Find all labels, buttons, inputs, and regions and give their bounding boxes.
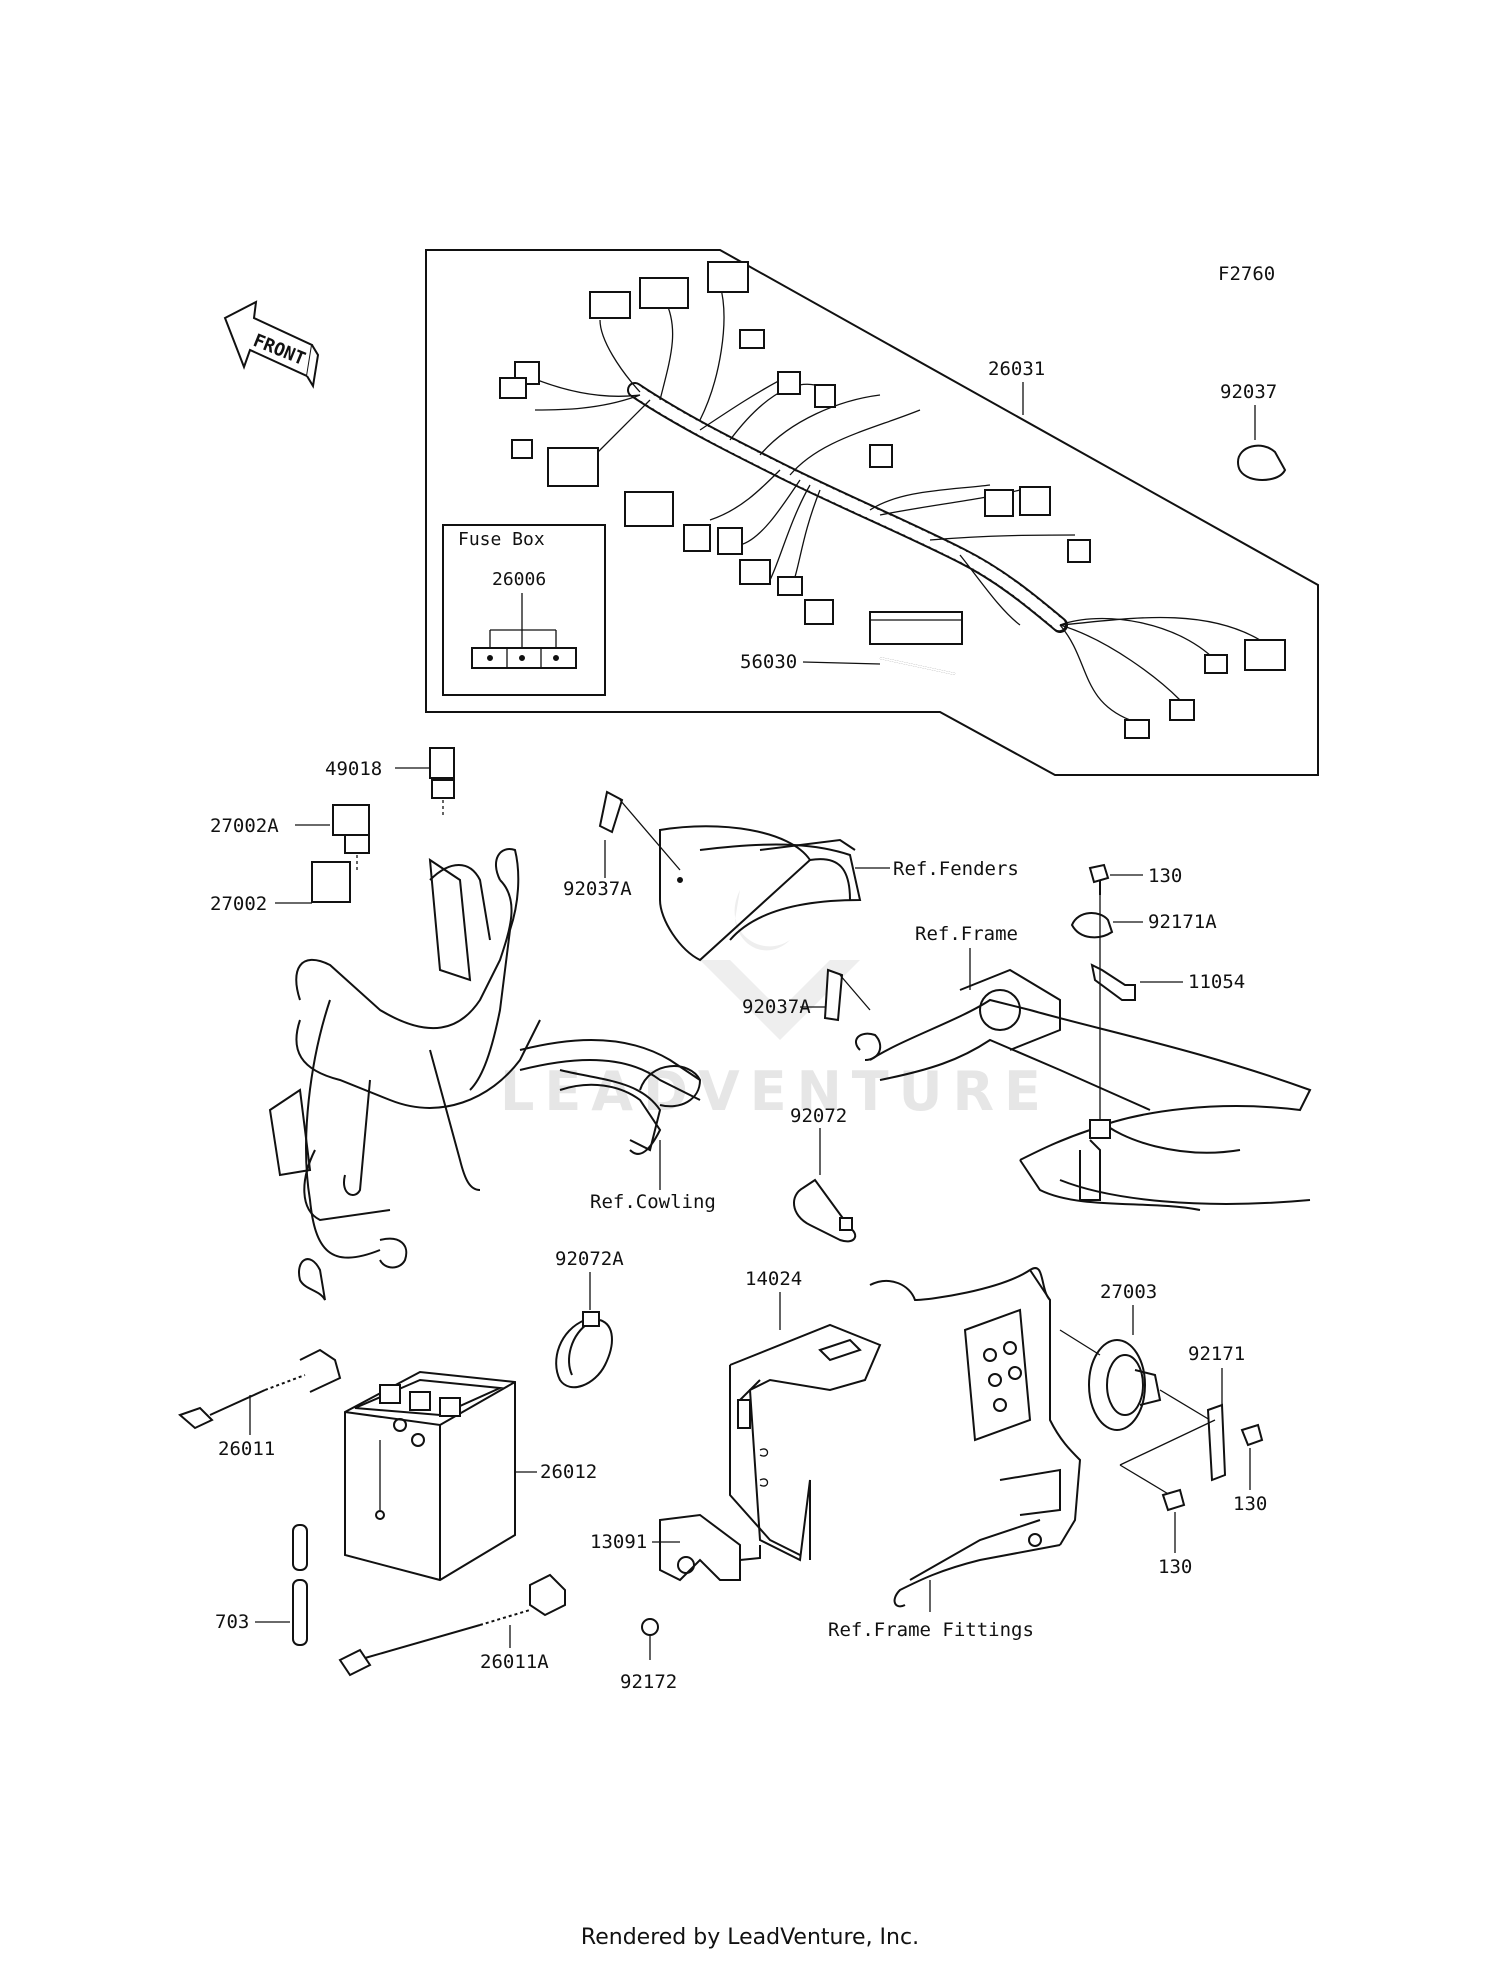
part-label-26012[interactable]: 26012 xyxy=(540,1461,597,1483)
bracket-92171 xyxy=(1206,1403,1227,1482)
cowling-bracket xyxy=(559,1083,662,1155)
footer-credit: Rendered by LeadVenture, Inc. xyxy=(580,1925,920,1950)
bolt-130-right xyxy=(1240,1423,1264,1447)
relay-49018 xyxy=(429,747,455,815)
ref-frame-fittings[interactable]: Ref.Frame Fittings xyxy=(828,1619,1034,1641)
clip-92037A-2 xyxy=(823,968,844,1022)
part-label-27002[interactable]: 27002 xyxy=(210,893,267,915)
part-label-56030[interactable]: 56030 xyxy=(740,651,797,673)
bracket-11054 xyxy=(1090,963,1136,1001)
ref-frame[interactable]: Ref.Frame xyxy=(915,923,1018,945)
front-arrow-icon: FRONT xyxy=(223,300,320,389)
fender-bracket xyxy=(659,825,862,962)
part-label-14024[interactable]: 14024 xyxy=(745,1268,802,1290)
clamp-92037 xyxy=(1236,444,1287,481)
ref-cowling[interactable]: Ref.Cowling xyxy=(590,1191,716,1213)
ref-fenders[interactable]: Ref.Fenders xyxy=(893,858,1019,880)
part-label-13091[interactable]: 13091 xyxy=(590,1531,647,1553)
fuse-box-title: Fuse Box xyxy=(458,529,545,550)
cable-26011 xyxy=(178,1348,342,1430)
diagram-code: F2760 xyxy=(1218,263,1275,285)
part-label-92072[interactable]: 92072 xyxy=(790,1105,847,1127)
main-wiring-harness xyxy=(499,261,1286,739)
part-label-92072A[interactable]: 92072A xyxy=(555,1248,624,1270)
clamp-92171A xyxy=(1070,912,1114,939)
part-label-11054[interactable]: 11054 xyxy=(1188,971,1245,993)
part-label-49018[interactable]: 49018 xyxy=(325,758,382,780)
bolt-130-top xyxy=(1088,863,1110,895)
part-label-130-lower[interactable]: 130 xyxy=(1158,1556,1192,1578)
part-label-26011A[interactable]: 26011A xyxy=(480,1651,549,1673)
band-92072A xyxy=(555,1311,613,1389)
clip-92037A-1 xyxy=(598,790,624,834)
fuse-box-part-number: 26006 xyxy=(492,569,546,590)
part-label-26031[interactable]: 26031 xyxy=(988,358,1045,380)
svg-text:LEADVENTURE: LEADVENTURE xyxy=(500,1060,1051,1123)
part-label-26011[interactable]: 26011 xyxy=(218,1438,275,1460)
bolt-130-lower xyxy=(1161,1488,1186,1512)
screw-92172 xyxy=(641,1618,659,1660)
part-label-92171[interactable]: 92171 xyxy=(1188,1343,1245,1365)
part-label-92172[interactable]: 92172 xyxy=(620,1671,677,1693)
part-label-130-top[interactable]: 130 xyxy=(1148,865,1182,887)
part-label-130-right[interactable]: 130 xyxy=(1233,1493,1267,1515)
subframe-assembly xyxy=(268,848,702,1301)
watermark: LEADVENTURE xyxy=(500,890,1051,1123)
part-label-92037A-1[interactable]: 92037A xyxy=(563,878,632,900)
relay-27002A xyxy=(332,804,370,870)
harness-outline xyxy=(425,249,1319,776)
part-label-27003[interactable]: 27003 xyxy=(1100,1281,1157,1303)
part-label-703[interactable]: 703 xyxy=(215,1611,249,1633)
part-label-27002A[interactable]: 27002A xyxy=(210,815,279,837)
part-label-92037A-2[interactable]: 92037A xyxy=(742,996,811,1018)
battery-cover-14024 xyxy=(729,1323,882,1562)
part-label-92037[interactable]: 92037 xyxy=(1220,381,1277,403)
tube-703 xyxy=(292,1524,308,1646)
band-92072 xyxy=(793,1178,857,1243)
bracket-13091 xyxy=(659,1513,761,1582)
battery-26012 xyxy=(344,1370,516,1582)
relay-27002 xyxy=(311,861,351,903)
cable-26011A xyxy=(338,1573,566,1677)
horn-27003 xyxy=(1059,1329,1211,1431)
fuse-box-inset: Fuse Box 26006 xyxy=(442,524,606,696)
part-label-92171A[interactable]: 92171A xyxy=(1148,911,1217,933)
frame-fittings xyxy=(869,1267,1082,1608)
